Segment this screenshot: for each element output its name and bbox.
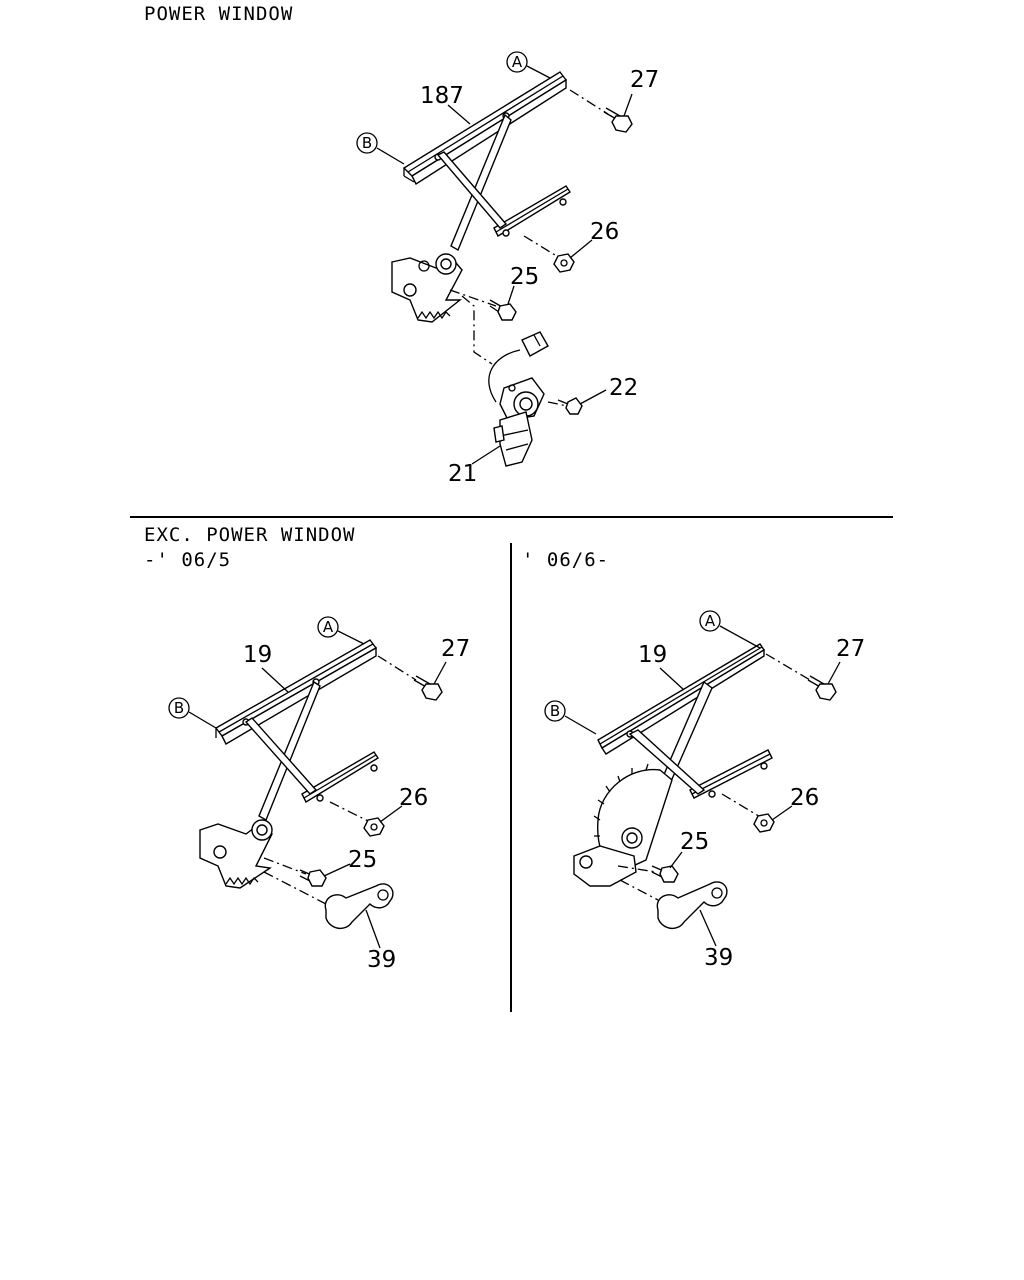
lower-rail-right (689, 749, 773, 799)
manual-window-early: A B 19 27 26 25 39 (168, 616, 470, 973)
scissor-arms (436, 113, 512, 252)
callout-b-top: B (356, 132, 405, 165)
label-25-top: 25 (510, 264, 539, 290)
leader-25-right-dash (617, 865, 657, 873)
label-21: 21 (448, 461, 477, 487)
label-22: 22 (609, 375, 638, 401)
range-right-label: ' 06/6- (522, 549, 609, 571)
power-window-title: POWER WINDOW (144, 3, 293, 25)
callout-a-right: A (699, 610, 761, 649)
label-19-right: 19 (638, 642, 667, 668)
power-window-assembly: A B 187 27 26 25 22 21 (356, 51, 659, 487)
leader-39-right (699, 909, 717, 947)
leader-25-top (507, 285, 515, 305)
leader-harness (461, 295, 493, 365)
range-left-label: -' 06/5 (144, 549, 231, 571)
gear-sector-right (573, 763, 673, 887)
label-25-right: 25 (680, 829, 709, 855)
label-26-top: 26 (590, 219, 619, 245)
lower-rail-left (301, 751, 379, 803)
bolt-27-left (413, 675, 443, 701)
nut-26-right (753, 813, 775, 833)
motor-21 (488, 331, 549, 467)
label-27-left: 27 (441, 636, 470, 662)
callout-a-right-label: A (705, 612, 716, 630)
leader-19-left (261, 667, 289, 693)
leader-25-right (669, 851, 683, 869)
leader-26-right-dash (721, 793, 763, 819)
label-27-top: 27 (630, 67, 659, 93)
leader-27-right (827, 661, 841, 685)
leader-26 (523, 235, 561, 259)
label-19-left: 19 (243, 642, 272, 668)
label-26-left: 26 (399, 785, 428, 811)
bolt-25 (489, 299, 517, 321)
label-27-right: 27 (836, 636, 865, 662)
label-39-right: 39 (704, 945, 733, 971)
callout-b-left-label: B (174, 699, 184, 717)
upper-rail-19-left (214, 639, 378, 745)
label-25-left: 25 (348, 847, 377, 873)
scissor-arms-left (244, 680, 321, 822)
leader-26-left-dash (329, 801, 371, 823)
nut-26 (553, 253, 575, 273)
callout-a-top-label: A (512, 53, 523, 71)
manual-window-late: A B 19 27 26 25 39 (544, 610, 865, 971)
gear-sector-left (199, 819, 273, 889)
nut-26-left (363, 817, 385, 837)
leader-27-left (433, 661, 447, 685)
leader-25 (449, 289, 497, 307)
upper-rail-19-right (597, 643, 765, 755)
label-187: 187 (420, 83, 464, 109)
bolt-25-left (299, 869, 327, 887)
leader-22-line (579, 389, 607, 405)
leader-39-right-dash (619, 879, 659, 901)
callout-a-top: A (506, 51, 551, 79)
bolt-25-right (651, 865, 679, 883)
bolt-27 (603, 107, 633, 133)
lower-rail (493, 185, 571, 237)
leader-25-left-dash (263, 857, 307, 875)
leader-39-left-dash (263, 871, 327, 905)
callout-b-top-label: B (362, 134, 372, 152)
screw-22 (557, 397, 583, 415)
leader-27-left-dash (377, 655, 417, 681)
nut-26-hole (560, 259, 568, 267)
bolt-27-right (807, 675, 837, 701)
leader-187 (447, 104, 471, 125)
leader-26-top (569, 239, 593, 259)
label-39-left: 39 (367, 947, 396, 973)
leader-27 (569, 89, 609, 115)
leader-26-left (379, 805, 403, 823)
leader-25-left (323, 863, 351, 877)
label-26-right: 26 (790, 785, 819, 811)
callout-a-left-label: A (323, 618, 334, 636)
leader-39-left (365, 909, 381, 949)
gear-sector (391, 253, 463, 323)
leader-26-right (771, 805, 793, 821)
nut-26-left-hole (370, 823, 378, 831)
handle-39-right (656, 881, 728, 929)
leader-21 (471, 445, 501, 465)
callout-a-left: A (317, 616, 365, 645)
callout-b-right: B (544, 700, 597, 735)
callout-b-right-label: B (550, 702, 560, 720)
nut-26-right-hole (760, 819, 768, 827)
leader-27-top (623, 93, 633, 117)
leader-19-right (659, 667, 685, 691)
leader-27-right-dash (765, 653, 811, 681)
exc-power-window-title: EXC. POWER WINDOW (144, 524, 355, 546)
callout-b-left: B (168, 697, 217, 729)
handle-39-left (324, 883, 394, 929)
